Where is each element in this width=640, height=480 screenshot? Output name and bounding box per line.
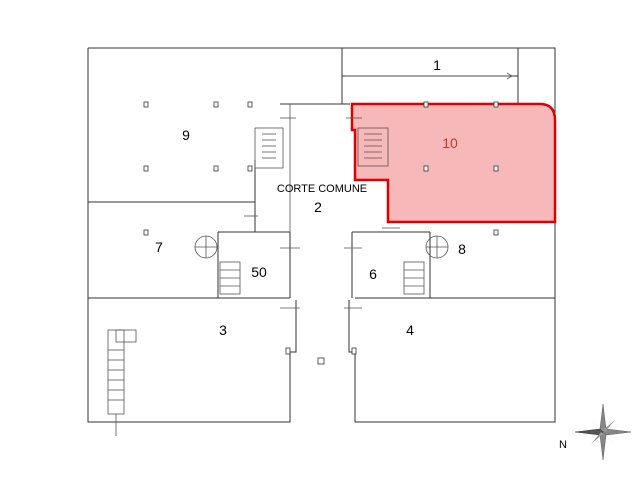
stairs-upper-right (357, 127, 389, 167)
internal-walls (88, 48, 555, 299)
unit-label-6: 6 (369, 266, 377, 282)
unit-label-4: 4 (406, 322, 414, 338)
stairs-lower-left (107, 329, 137, 436)
courtyard-label: CORTE COMUNE (277, 183, 367, 195)
spiral-stair-right (403, 235, 449, 295)
unit-label-10: 10 (442, 135, 458, 151)
compass-rose-icon (574, 403, 632, 461)
stairs-upper-left (254, 127, 284, 169)
unit-label-7: 7 (155, 239, 163, 255)
door-arrows (244, 117, 400, 309)
unit-label-8: 8 (458, 241, 466, 257)
unit-label-9: 9 (182, 127, 190, 143)
unit-label-3: 3 (219, 322, 227, 338)
spiral-stair-left (194, 235, 241, 295)
outer-boundary (87, 47, 556, 423)
compass-north-label: N (559, 439, 567, 451)
pillars (143, 101, 499, 365)
unit-label-1: 1 (433, 57, 441, 73)
unit-10-highlight[interactable] (350, 102, 557, 224)
unit-label-50: 50 (251, 264, 267, 280)
unit-1-arrow (345, 72, 513, 80)
unit-label-2: 2 (314, 199, 322, 215)
